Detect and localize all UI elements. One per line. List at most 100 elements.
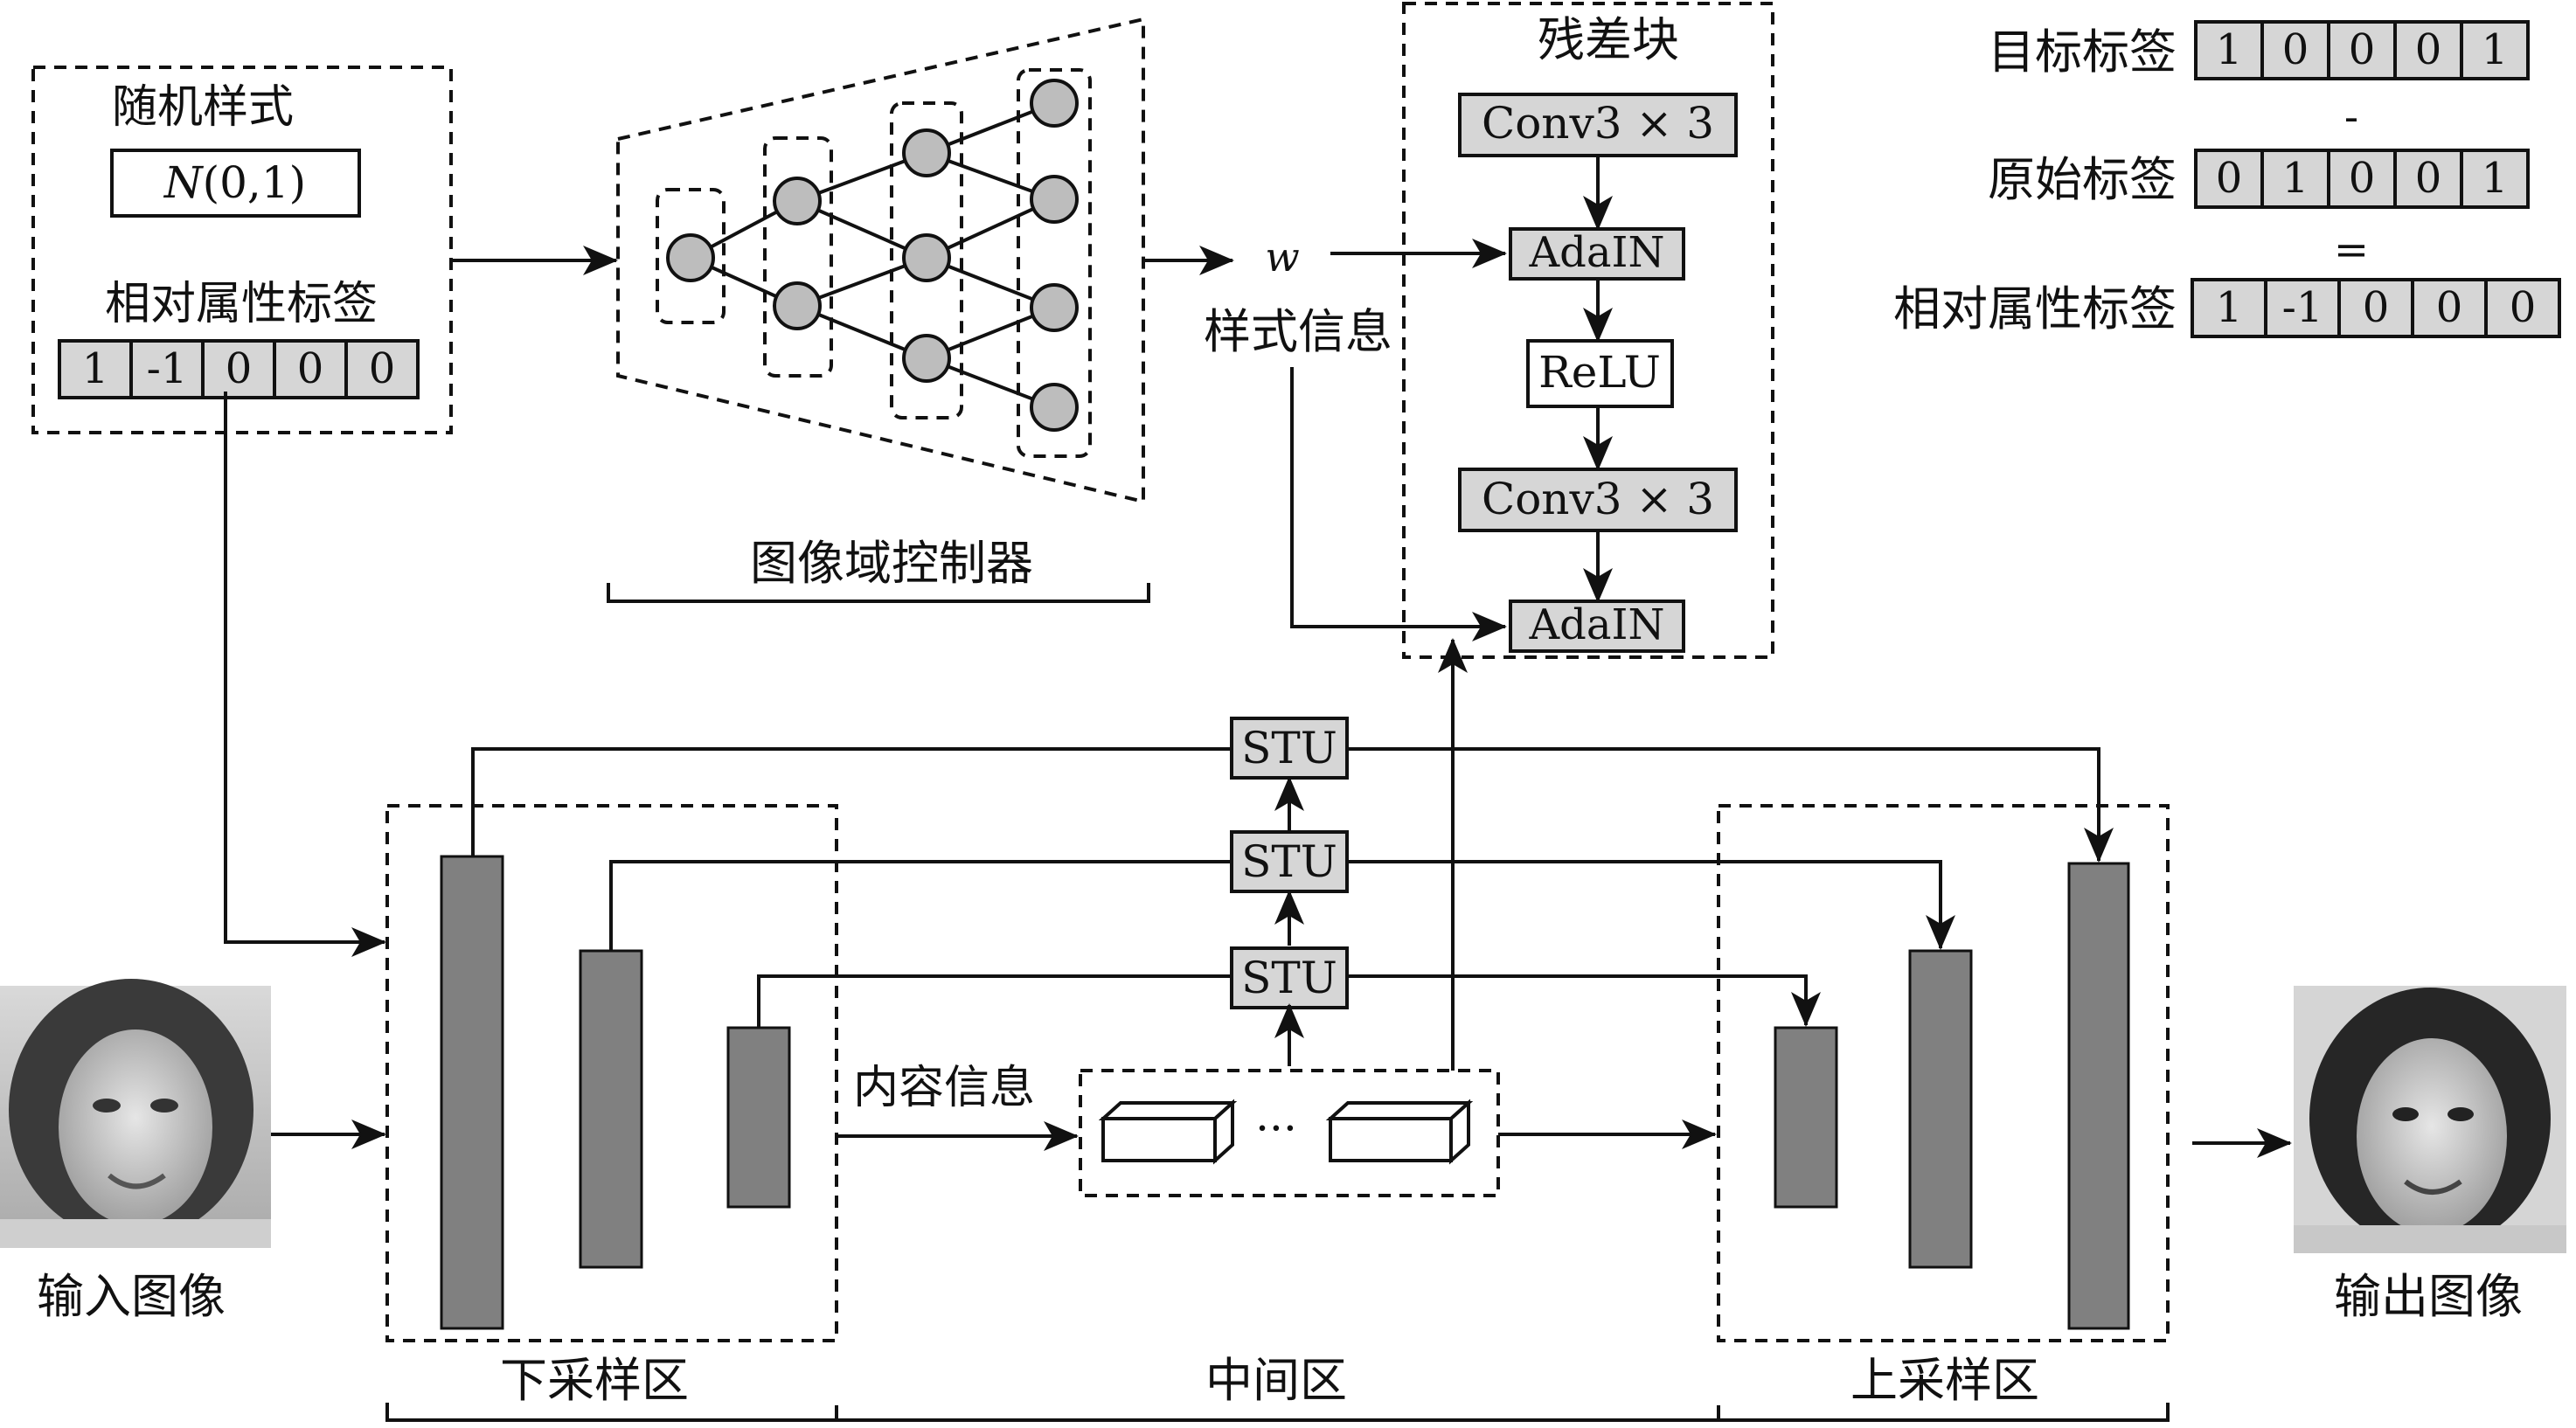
mlp-neuron <box>773 177 822 225</box>
skip-line-1a <box>471 747 1232 856</box>
conv-layer-2 <box>1458 468 1738 532</box>
input-face-image <box>0 979 271 1248</box>
original-label-cell <box>2460 149 2530 209</box>
conv-layer-1 <box>1458 93 1738 157</box>
relative-label-cell-value: -1 <box>147 344 188 393</box>
adain-layer-2-label: AdaIN <box>1529 600 1665 649</box>
relative-label-cell <box>58 339 133 399</box>
encoder-bar-2 <box>579 949 643 1269</box>
original-label-title: 原始标签 <box>1988 152 2177 207</box>
target-label-cell <box>2393 20 2463 80</box>
mlp-network <box>656 68 1092 458</box>
original-label-cell-value: 0 <box>2349 154 2376 203</box>
residual-block-title: 残差块 <box>1538 12 1679 67</box>
original-label-cell <box>2327 149 2397 209</box>
relative-legend-cell <box>2484 278 2561 338</box>
relative-label-cell-value: 1 <box>82 344 109 393</box>
relative-legend-cell-value: 0 <box>2436 283 2463 332</box>
label-to-encoder-arrow <box>224 392 386 957</box>
relative-legend-cell-value: 0 <box>2510 283 2537 332</box>
bottom-bracket <box>385 1403 2170 1422</box>
target-label-cell-value: 1 <box>2216 25 2243 74</box>
normal-distribution-box <box>110 149 361 218</box>
adain-layer-1 <box>1509 227 1685 281</box>
input-image-label: 输入图像 <box>37 1269 226 1324</box>
conv-layer-2-label: Conv3 × 3 <box>1482 474 1714 524</box>
relu-layer-label: ReLU <box>1538 347 1661 398</box>
content-info-label: 内容信息 <box>853 1062 1035 1114</box>
mlp-neuron <box>902 334 951 383</box>
relative-legend-cell-value: 0 <box>2363 283 2390 332</box>
relative-label-cell-value: 0 <box>226 344 253 393</box>
target-label-cell <box>2460 20 2530 80</box>
relative-label-cell <box>201 339 276 399</box>
stu-box <box>1230 717 1349 780</box>
stu-label: STU <box>1241 836 1337 887</box>
target-label-cell-value: 0 <box>2415 25 2442 74</box>
decoder-bar-2 <box>1908 949 1973 1269</box>
mlp-layer-box <box>1017 68 1092 458</box>
target-label-cell <box>2194 20 2264 80</box>
encoder-bar-1 <box>440 855 504 1330</box>
mlp-layer-box <box>890 101 963 419</box>
downsample-region <box>385 804 838 1342</box>
upsample-region <box>1717 804 2170 1342</box>
domain-controller: 图像域控制器 <box>607 17 1150 603</box>
minus-sign: - <box>2344 93 2358 142</box>
equals-sign: = <box>2334 225 2369 274</box>
original-label-cell-value: 0 <box>2216 154 2243 203</box>
target-label-cell-value: 1 <box>2482 25 2509 74</box>
target-label-cell <box>2327 20 2397 80</box>
original-label-cell-value: 1 <box>2282 154 2309 203</box>
relative-legend-cell-value: 1 <box>2216 283 2243 332</box>
mlp-layer-box <box>656 188 726 324</box>
target-label-cell-value: 0 <box>2349 25 2376 74</box>
mlp-neuron <box>666 233 715 282</box>
random-style-title: 随机样式 <box>112 81 294 134</box>
residual-block-cube-1 <box>1098 1099 1238 1165</box>
middle-ellipsis: ··· <box>1255 1103 1297 1154</box>
mlp-layer-box <box>763 136 833 378</box>
encoder-bar-3 <box>726 1026 791 1209</box>
output-image-label: 输出图像 <box>2334 1269 2523 1324</box>
original-label-cell <box>2260 149 2330 209</box>
residual-block-cube-2 <box>1325 1099 1474 1165</box>
original-label-cell <box>2393 149 2463 209</box>
mlp-neuron <box>773 281 822 330</box>
relative-legend-cell <box>2191 278 2267 338</box>
adain-layer-1-label: AdaIN <box>1529 228 1665 277</box>
conv-layer-1-label: Conv3 × 3 <box>1482 98 1714 149</box>
target-label-cell-value: 0 <box>2282 25 2309 74</box>
original-label-cell-value: 0 <box>2415 154 2442 203</box>
skip-line-2a <box>609 860 1232 951</box>
target-label-title: 目标标签 <box>1988 24 2177 80</box>
relative-legend-cell-value: -1 <box>2282 283 2323 332</box>
upsample-label: 上采样区 <box>1850 1353 2039 1408</box>
original-label-cell-value: 1 <box>2482 154 2509 203</box>
style-symbol-w: w <box>1265 233 1299 281</box>
domain-controller-label: 图像域控制器 <box>750 536 1033 591</box>
mlp-neuron <box>1030 79 1079 128</box>
decoder-bar-3 <box>2067 862 2130 1330</box>
mlp-neuron <box>902 128 951 177</box>
adain-layer-2 <box>1509 600 1685 653</box>
relative-label-cell-value: 0 <box>297 344 324 393</box>
relative-label-cell-value: 0 <box>369 344 396 393</box>
relative-label-cell <box>344 339 420 399</box>
stu-label: STU <box>1241 723 1337 773</box>
skip-line-3a <box>757 974 1232 1028</box>
mlp-neuron <box>1030 283 1079 332</box>
relative-label-legend-title: 相对属性标签 <box>1893 281 2177 336</box>
skip-line-2b <box>1347 860 1955 950</box>
style-to-adain2-arrow <box>1290 367 1507 641</box>
mlp-neuron <box>902 233 951 282</box>
skip-line-3b <box>1347 974 1821 1027</box>
mlp-neuron <box>1030 383 1079 432</box>
